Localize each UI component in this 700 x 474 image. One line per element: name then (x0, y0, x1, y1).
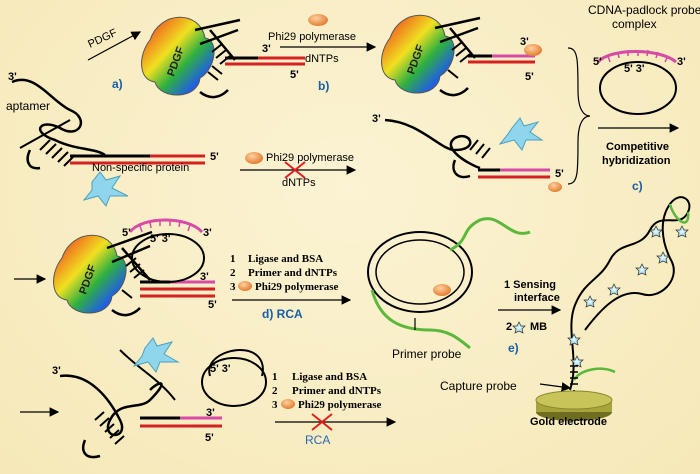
polymerase-icon-b (308, 14, 328, 26)
label-3prime-mid: 3' (372, 113, 381, 125)
released-aptamer (384, 117, 562, 192)
arrow-a (87, 31, 142, 61)
pdgf-complex-d: PDGF (53, 218, 215, 317)
label-sensing-1: 1 Sensing (504, 279, 556, 291)
label-cdna-2: complex (612, 17, 657, 31)
polymerase-icon-mid (548, 182, 562, 192)
pdgf-complex-b: PDGF (381, 14, 542, 97)
label-nonspecific: Non-specific protein (92, 162, 189, 174)
nonspecific-protein-icon-mid (498, 117, 544, 151)
label-gold-electrode: Gold electrode (530, 416, 607, 428)
nonspecific-protein-icon (82, 171, 129, 207)
label-n3-row3: 3 (272, 399, 278, 411)
pdgf-complex-a: PDGF (141, 16, 305, 99)
polymerase-icon-row3 (281, 399, 295, 409)
label-sensing-2: interface (514, 292, 560, 304)
brace (567, 47, 591, 185)
label-phi29-row3: Phi29 polymerase (298, 399, 382, 411)
label-3prime-aptamer: 3' (8, 71, 17, 83)
blocked-x-icon (284, 161, 306, 179)
label-primer-probe: Primer probe (392, 347, 462, 361)
label-primer-d: Primer and dNTPs (248, 267, 338, 279)
label-dntps-b: dNTPs (305, 53, 339, 65)
label-5prime-padlock: 5' (593, 56, 602, 68)
label-5prime-d-top: 5' (122, 227, 131, 239)
label-aptamer: aptamer (6, 99, 50, 113)
label-3prime-row3-b: 3' (206, 407, 215, 419)
label-53-row3: 5' 3' (210, 363, 231, 375)
label-5prime-a: 5' (290, 69, 299, 81)
label-n1-d: 1 (230, 253, 236, 265)
label-mb-2: 2 (506, 321, 512, 333)
label-3prime-padlock: 3' (677, 56, 686, 68)
label-n3-d: 3 (230, 281, 236, 293)
step-a: a) (112, 77, 123, 91)
label-53-padlock: 5' 3' (624, 63, 645, 75)
label-primer-row3: Primer and dNTPs (292, 385, 382, 397)
label-ligase-row3: Ligase and BSA (292, 371, 367, 383)
label-pdgf-arrow: PDGF (86, 27, 119, 51)
label-3prime-d: 3' (200, 271, 209, 283)
label-3prime-d-top: 3' (203, 227, 212, 239)
label-3prime-row3: 3' (52, 365, 61, 377)
label-3prime-b: 3' (520, 36, 529, 48)
label-53-d: 5' 3' (150, 233, 171, 245)
label-5prime-aptamer: 5' (210, 151, 219, 163)
label-5prime-b: 5' (525, 71, 534, 83)
label-n2-row3: 2 (272, 385, 278, 397)
rca-product (367, 217, 531, 350)
label-phi29-d: Phi29 polymerase (255, 281, 339, 293)
label-3prime-a: 3' (262, 43, 271, 55)
label-rca-row3: RCA (305, 433, 330, 447)
step-e: e) (508, 341, 519, 355)
label-5prime-d: 5' (208, 299, 217, 311)
blocked-x-icon-row3 (311, 413, 333, 431)
label-ligase-d: Ligase and BSA (248, 253, 323, 265)
polymerase-icon-complex (524, 44, 542, 56)
label-n1-row3: 1 (272, 371, 278, 383)
step-c: c) (632, 179, 643, 193)
polymerase-icon-d (238, 281, 252, 291)
nonspecific-protein-icon-row3 (132, 337, 180, 373)
label-n2-d: 2 (230, 267, 236, 279)
mb-star-icon (512, 321, 526, 334)
label-competitive-2: hybridization (602, 155, 671, 167)
label-capture-probe: Capture probe (440, 379, 517, 393)
row3-aptamer (59, 337, 267, 459)
label-5prime-mid: 5' (555, 168, 564, 180)
label-competitive-1: Competitive (606, 141, 669, 153)
padlock-probe-top (596, 49, 677, 115)
free-aptamer (11, 78, 205, 170)
polymerase-icon-rca (433, 284, 451, 296)
polymerase-icon-nonspecific (245, 152, 263, 164)
label-phi29-b: Phi29 polymerase (268, 31, 356, 43)
step-d: d) RCA (262, 307, 303, 321)
label-dntps-nonspecific: dNTPs (282, 177, 316, 189)
label-mb: MB (530, 321, 547, 333)
label-5prime-row3: 5' (205, 432, 214, 444)
gold-electrode-assembly (535, 196, 691, 421)
label-cdna-1: CDNA-padlock probe (588, 3, 700, 17)
step-b: b) (318, 79, 329, 93)
label-phi29-nonspecific: Phi29 polymerase (266, 152, 354, 164)
